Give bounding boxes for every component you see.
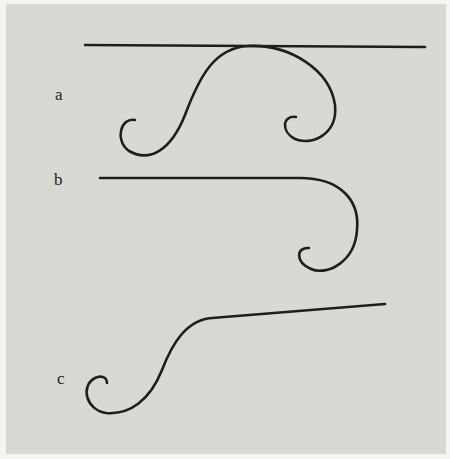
line-curve [87,304,385,413]
figure-letter: b [54,171,63,188]
line-curve [100,178,357,271]
figure-letter: c [57,370,65,387]
s-curve [121,46,336,155]
paper-ground [6,4,446,454]
figure-letter: a [55,86,63,103]
